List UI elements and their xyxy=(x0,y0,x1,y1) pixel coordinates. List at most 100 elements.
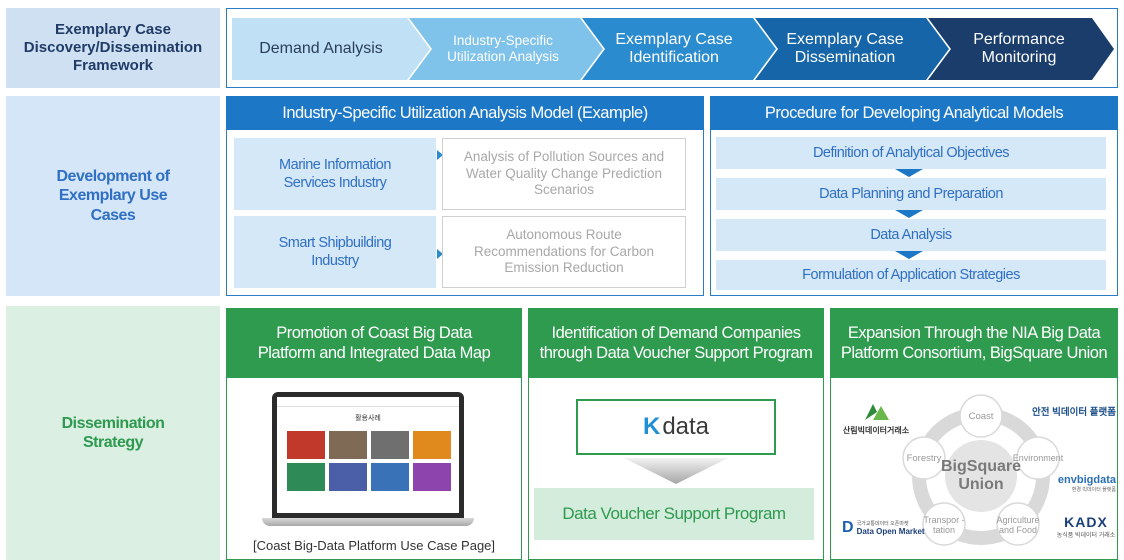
chevron-step-1 xyxy=(232,18,430,80)
screen-tile xyxy=(287,463,325,491)
member-text: Coast xyxy=(968,410,994,422)
screen-tile xyxy=(413,463,451,491)
forest-logo-icon xyxy=(865,404,889,420)
laptop-illustration: 활용사례 xyxy=(262,392,474,528)
analysis-label: Autonomous Route Recommendations for Car… xyxy=(473,226,655,276)
kdata-logo-box: K data xyxy=(576,399,776,455)
laptop-base xyxy=(262,518,474,526)
kdata-logo-prefix: K xyxy=(642,413,661,440)
procedure-header: Procedure for Developing Analytical Mode… xyxy=(710,96,1118,130)
d-logo-icon: D xyxy=(842,519,854,536)
framework-chevrons xyxy=(232,18,1114,80)
member-node-transportation xyxy=(922,502,966,546)
framework-label-text: Exemplary Case Discovery/Dissemination F… xyxy=(23,21,203,74)
consortium-title: Expansion Through the NIA Big Data Platf… xyxy=(840,323,1108,362)
arrow-down-icon xyxy=(895,251,923,259)
consortium-diagram xyxy=(902,394,1060,546)
member-text: Environment xyxy=(1012,453,1064,463)
promotion-caption: [Coast Big-Data Platform Use Case Page] xyxy=(226,534,522,556)
member-text: Forestry xyxy=(906,452,942,464)
procedure-step-3: Data Analysis xyxy=(716,219,1106,251)
chevron-step-4 xyxy=(755,18,949,80)
step-label: Industry-Specific Utilization Analysis xyxy=(447,33,559,64)
arrow-right-icon xyxy=(437,249,443,259)
industry-label: Smart Shipbuilding Industry xyxy=(278,234,392,269)
env-logo-text: envbigdata xyxy=(1057,474,1116,486)
framework-step-4: Exemplary Case Dissemination xyxy=(780,18,910,80)
analysis-label: Analysis of Pollution Sources and Water … xyxy=(463,148,665,198)
chevron-step-5 xyxy=(928,18,1114,80)
env-logo-sub: 환경 빅데이터 플랫폼 xyxy=(1071,487,1116,493)
step-label: Exemplary Case Dissemination xyxy=(786,30,904,66)
kadx-logo: KADX 농식품 빅데이터 거래소 xyxy=(1056,514,1116,542)
industry-box-shipbuilding: Smart Shipbuilding Industry xyxy=(234,216,436,288)
industry-box-marine: Marine Information Services Industry xyxy=(234,138,436,210)
chevron-step-3 xyxy=(582,18,776,80)
framework-step-2: Industry-Specific Utilization Analysis xyxy=(436,18,570,80)
market-text: Data Open Market xyxy=(856,527,925,536)
procedure-step-1: Definition of Analytical Objectives xyxy=(716,137,1106,169)
development-label-text: Development of Exemplary Use Cases xyxy=(56,168,170,224)
data-open-market-logo: D 국가교통데이터 오픈마켓 Data Open Market xyxy=(842,516,926,540)
screen-tile xyxy=(329,431,367,459)
member-node-environment xyxy=(1016,436,1060,480)
screen-tile xyxy=(287,431,325,459)
framework-panel xyxy=(226,8,1118,88)
procedure-step-4: Formulation of Application Strategies xyxy=(716,260,1106,290)
kdata-logo-text: data xyxy=(662,413,710,440)
env-logo: envbigdata 환경 빅데이터 플랫폼 xyxy=(1056,474,1116,498)
step-label: Demand Analysis xyxy=(259,40,383,57)
member-label-forestry: Forestry xyxy=(900,448,948,468)
forest-logo: 산림빅데이터거래소 xyxy=(836,402,916,440)
screen-tile xyxy=(329,463,367,491)
screen-tiles xyxy=(287,431,451,491)
procedure-title: Procedure for Developing Analytical Mode… xyxy=(764,103,1064,122)
arrow-right-icon xyxy=(437,150,443,160)
voucher-title: Identification of Demand Companies throu… xyxy=(539,323,813,362)
consortium-header: Expansion Through the NIA Big Data Platf… xyxy=(830,308,1118,378)
analysis-box-marine: Analysis of Pollution Sources and Water … xyxy=(442,138,686,210)
framework-step-1: Demand Analysis xyxy=(236,18,406,80)
screen-tile xyxy=(413,431,451,459)
framework-step-3: Exemplary Case Identification xyxy=(610,18,738,80)
screen-content: 활용사례 xyxy=(277,397,459,513)
voucher-header: Identification of Demand Companies throu… xyxy=(528,308,824,378)
member-label-environment: Environment xyxy=(1012,448,1064,468)
screen-tile xyxy=(371,463,409,491)
screen-navbar xyxy=(277,397,459,407)
consortium-hub-label: BigSquare Union xyxy=(941,450,1021,502)
member-node-agriculture xyxy=(996,502,1040,546)
step-label: Performance Monitoring xyxy=(973,30,1065,66)
analysis-model-title: Industry-Specific Utilization Analysis M… xyxy=(282,103,648,122)
member-label-coast: Coast xyxy=(961,406,1001,426)
framework-step-5: Performance Monitoring xyxy=(952,18,1086,80)
procedure-step-label: Formulation of Application Strategies xyxy=(802,267,1020,283)
kadx-logo-sub: 농식품 빅데이터 거래소 xyxy=(1056,533,1116,539)
procedure-step-label: Data Planning and Preparation xyxy=(819,186,1003,202)
market-kr-text: 국가교통데이터 오픈마켓 xyxy=(856,521,909,527)
laptop-screen: 활용사례 xyxy=(272,392,464,518)
row-label-framework: Exemplary Case Discovery/Dissemination F… xyxy=(6,8,220,88)
row-label-dissemination: Dissemination Strategy xyxy=(6,306,220,560)
forest-logo-text: 산림빅데이터거래소 xyxy=(842,426,910,435)
arrow-down-icon xyxy=(895,169,923,177)
industry-label: Marine Information Services Industry xyxy=(279,156,391,191)
kadx-logo-text: KADX xyxy=(1064,514,1108,530)
program-label: Data Voucher Support Program xyxy=(562,504,786,523)
member-node-forestry xyxy=(902,436,946,480)
member-label-transportation: Transpor -tation xyxy=(920,512,968,540)
step-label: Exemplary Case Identification xyxy=(615,30,733,66)
row-label-development: Development of Exemplary Use Cases xyxy=(6,96,220,296)
promotion-title: Promotion of Coast Big Data Platform and… xyxy=(257,323,491,362)
member-node-coast xyxy=(959,394,1003,438)
caption-text: [Coast Big-Data Platform Use Case Page] xyxy=(252,537,496,553)
screen-title: 활용사례 xyxy=(355,415,381,422)
member-label-agriculture: Agriculture and Food xyxy=(993,512,1043,540)
voucher-program-box: Data Voucher Support Program xyxy=(534,488,814,540)
arrow-down-icon xyxy=(624,458,728,484)
dissemination-label-text: Dissemination Strategy xyxy=(61,414,165,451)
safety-logo-text: 안전 빅데이터 플랫폼 xyxy=(1032,407,1116,418)
member-text: Transpor -tation xyxy=(923,515,965,535)
procedure-step-label: Data Analysis xyxy=(870,227,952,243)
procedure-step-2: Data Planning and Preparation xyxy=(716,178,1106,210)
